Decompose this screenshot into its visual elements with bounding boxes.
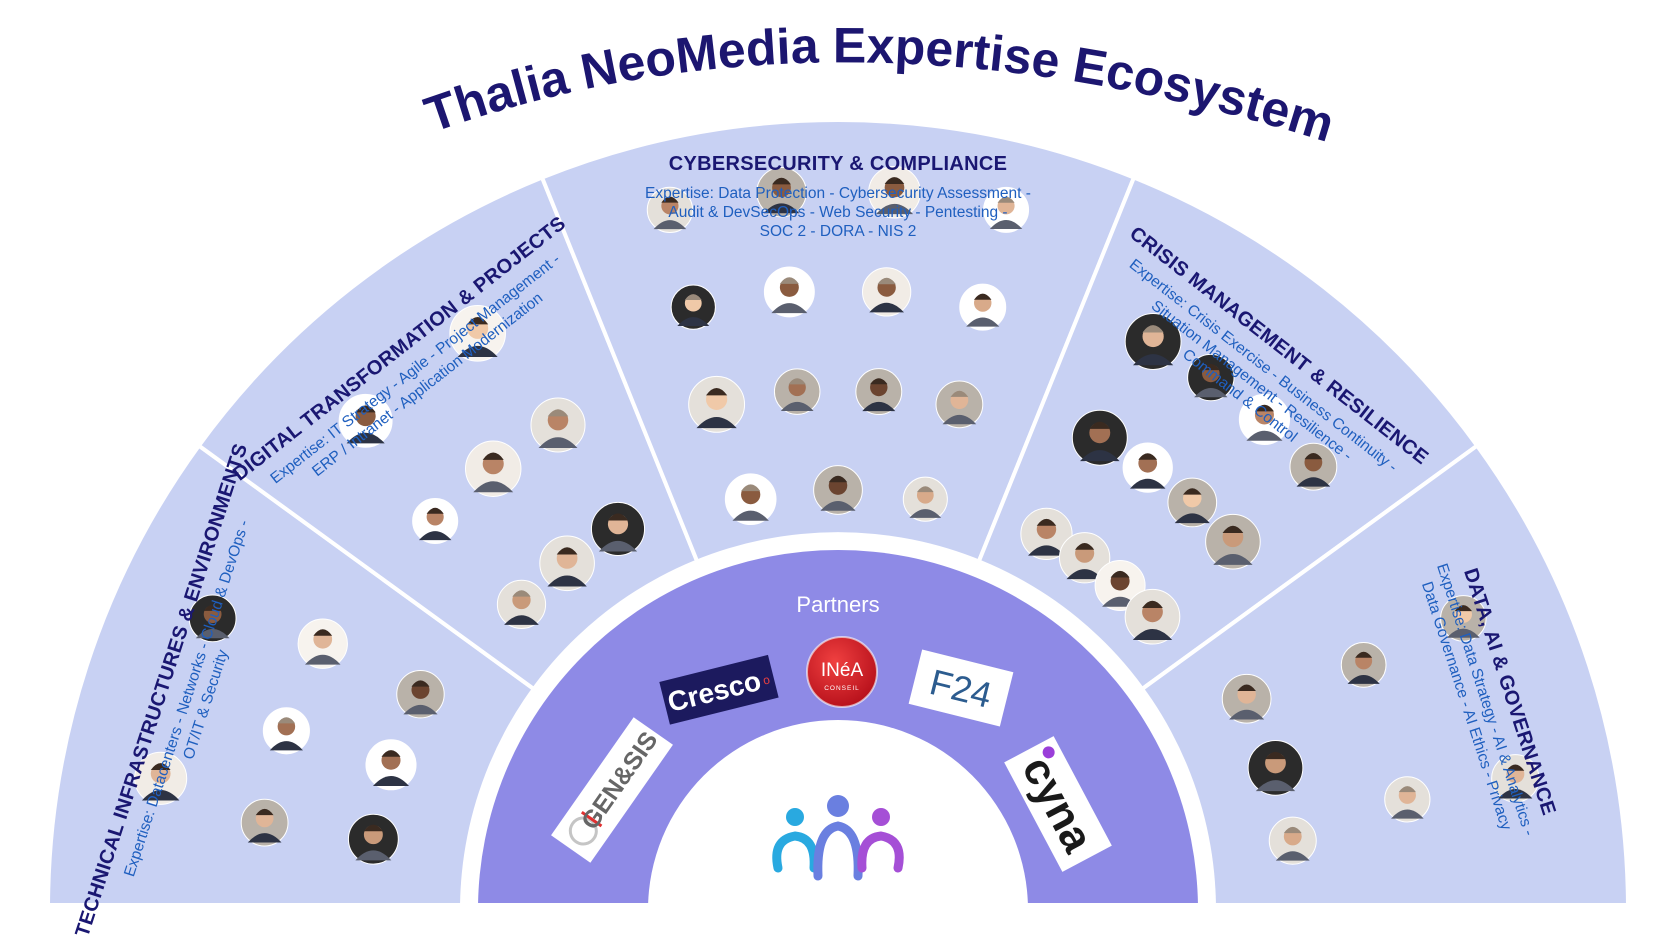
- member-avatar: [1167, 477, 1218, 528]
- member-avatar: [763, 266, 815, 318]
- member-avatar: [868, 165, 921, 219]
- member-avatar: [1221, 673, 1272, 724]
- member-avatar: [464, 440, 522, 497]
- member-avatar: [935, 380, 984, 429]
- sector-title: CYBERSECURITY & COMPLIANCE: [669, 153, 1008, 175]
- member-avatar: [1384, 776, 1431, 823]
- member-avatar: [756, 167, 807, 218]
- member-avatar: [862, 267, 912, 317]
- cyna-dot-icon: [1042, 746, 1055, 759]
- sector-expertise-line: Audit & DevSecOps - Web Security - Pente…: [668, 204, 1007, 221]
- partner-logo-inea: INéA CONSEIL: [806, 636, 878, 708]
- member-avatar: [813, 465, 863, 515]
- member-avatar: [1340, 642, 1387, 688]
- partners-ring: [460, 532, 1216, 903]
- partners-label: Partners: [796, 592, 879, 617]
- member-avatar: [1491, 754, 1540, 803]
- member-avatar: [1058, 532, 1111, 584]
- member-avatar: [724, 473, 777, 526]
- member-avatar: [297, 618, 348, 669]
- inea-logo-text: INéA: [821, 660, 864, 681]
- member-avatar: [412, 497, 459, 545]
- member-avatar: [347, 813, 399, 865]
- member-avatar: [1122, 442, 1173, 493]
- member-avatar: [338, 393, 393, 448]
- member-avatar: [1440, 595, 1487, 642]
- member-avatar: [1187, 353, 1235, 402]
- member-avatar: [240, 798, 289, 847]
- member-avatar: [1071, 409, 1128, 466]
- member-avatar: [188, 594, 237, 643]
- gensis-circle-icon: [568, 816, 598, 846]
- member-avatar: [646, 186, 694, 234]
- member-avatar: [1238, 393, 1291, 446]
- member-avatar: [396, 669, 445, 719]
- member-avatar: [539, 535, 595, 592]
- member-avatar: [1289, 442, 1338, 491]
- sector-expertise-line: SOC 2 - DORA - NIS 2: [760, 223, 917, 240]
- member-avatar: [134, 751, 188, 805]
- member-avatar: [1124, 313, 1182, 370]
- sector-expertise-line: Expertise: Data Protection - Cybersecuri…: [645, 185, 1031, 202]
- member-avatar: [688, 375, 746, 433]
- member-avatar: [590, 501, 646, 557]
- member-avatar: [449, 305, 506, 362]
- member-avatar: [262, 707, 310, 755]
- member-avatar: [1124, 588, 1181, 645]
- member-avatar: [670, 284, 716, 330]
- member-avatar: [1205, 513, 1261, 570]
- member-avatar: [1020, 507, 1073, 561]
- partner-logo-f24: F24: [908, 649, 1014, 727]
- members-group: [134, 165, 1540, 865]
- member-avatar: [773, 368, 821, 415]
- people-group-icon: [772, 795, 904, 881]
- inea-logo-sub: CONSEIL: [824, 685, 860, 692]
- member-avatar: [902, 476, 948, 522]
- member-avatar: [1268, 816, 1317, 865]
- cresco-logo-sup: o: [761, 672, 771, 687]
- member-avatar: [1247, 739, 1304, 796]
- sector-label-3: CYBERSECURITY & COMPLIANCE Expertise: Dat…: [645, 153, 1031, 240]
- member-avatar: [365, 739, 417, 791]
- member-avatar: [855, 368, 903, 416]
- member-avatar: [496, 579, 547, 629]
- member-avatar: [983, 186, 1030, 233]
- member-avatar: [530, 397, 586, 453]
- member-avatar: [959, 283, 1007, 331]
